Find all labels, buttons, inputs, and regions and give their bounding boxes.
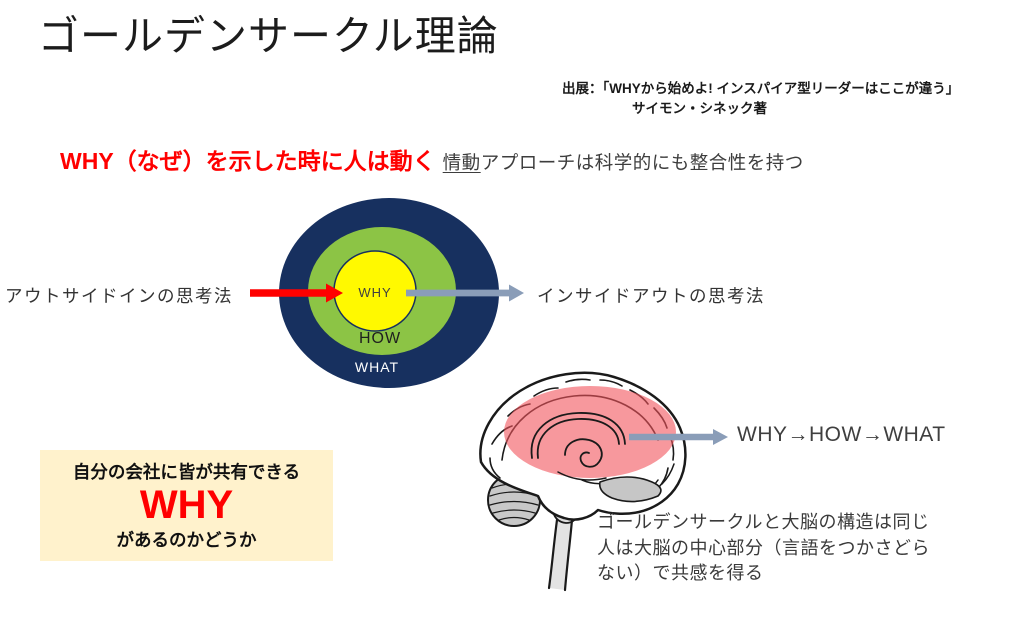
circle-how-label: HOW xyxy=(359,330,401,347)
circle-what-label: WHAT xyxy=(355,359,399,375)
headline-rest: アプローチは科学的にも整合性を持つ xyxy=(480,152,804,173)
limbic-highlight xyxy=(504,386,676,478)
why-box-line-3: があるのかどうか xyxy=(116,530,257,551)
golden-circle-diagram: WHY HOW WHAT xyxy=(250,198,524,388)
circle-why-label: WHY xyxy=(358,285,391,300)
why-box-big-why: WHY xyxy=(139,483,234,527)
brain-caption-line-3: ない）で共感を得る xyxy=(597,563,764,583)
brain-flow-arrow-shape xyxy=(629,429,728,445)
headline-main: WHY（なぜ）を示した時に人は動く xyxy=(60,148,436,174)
citation: 出展：「WHYから始めよ! インスパイア型リーダーはここが違う」 サイモン・シネ… xyxy=(562,79,959,120)
brain-flow-arrow xyxy=(629,429,728,445)
why-box-line-1: 自分の会社に皆が共有できる xyxy=(72,462,301,482)
outside-in-label: アウトサイドインの思考法 xyxy=(5,286,233,306)
brain-caption-line-1: ゴールデンサークルと大脳の構造は同じ xyxy=(597,512,930,532)
brain-illustration xyxy=(479,371,687,592)
page-title: ゴールデンサークル理論 xyxy=(38,13,499,59)
headline-underlined-term: 情動 xyxy=(442,152,481,173)
citation-line-1: 出展：「WHYから始めよ! インスパイア型リーダーはここが違う」 xyxy=(562,81,960,96)
outside-in-arrow xyxy=(250,283,343,303)
why-box: 自分の会社に皆が共有できる WHY があるのかどうか xyxy=(40,450,333,561)
headline: WHY（なぜ）を示した時に人は動く 情動アプローチは科学的にも整合性を持つ xyxy=(60,142,804,176)
headline-sub: 情動アプローチは科学的にも整合性を持つ xyxy=(443,149,804,175)
brain-caption: ゴールデンサークルと大脳の構造は同じ 人は大脳の中心部分（言語をつかさどら ない… xyxy=(597,510,930,587)
inside-out-arrow xyxy=(406,284,524,302)
citation-line-2: サイモン・シネック著 xyxy=(632,101,767,117)
temporal-region xyxy=(598,476,662,503)
brain-flow-label: WHY→HOW→WHAT xyxy=(737,423,946,446)
brain-caption-line-2: 人は大脳の中心部分（言語をつかさどら xyxy=(597,537,930,558)
inside-out-label: インサイドアウトの思考法 xyxy=(537,286,765,306)
